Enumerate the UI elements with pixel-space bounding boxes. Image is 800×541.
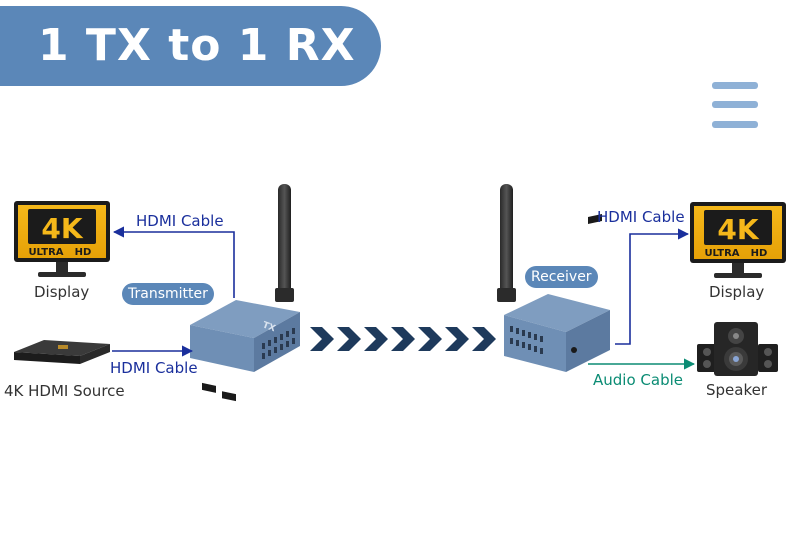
page-title: 1 TX to 1 RX xyxy=(38,20,356,71)
left-display-label: Display xyxy=(34,283,90,301)
source-label: 4K HDMI Source xyxy=(4,382,125,400)
receiver-tag: Receiver xyxy=(525,266,598,288)
hdmi-cable-to-left-display xyxy=(112,226,235,298)
hdmi-cable-to-right-display xyxy=(615,228,690,345)
left-display-monitor: 4K ULTRA HD xyxy=(14,201,110,277)
right-display-monitor: 4K ULTRA HD xyxy=(690,202,786,278)
monitor-badge-hd: HD xyxy=(75,247,92,258)
transmitter-device-icon: TX xyxy=(190,300,300,402)
transmitter-tag: Transmitter xyxy=(122,283,214,305)
receiver-device-icon xyxy=(504,214,610,372)
monitor-badge-hd: HD xyxy=(751,248,768,259)
title-banner xyxy=(0,6,381,86)
device-mark-tx: TX xyxy=(261,320,277,334)
hdmi-cable-label-left-out: HDMI Cable xyxy=(136,212,224,230)
speaker-icon xyxy=(697,322,778,376)
monitor-badge-4k: 4K xyxy=(717,213,759,246)
hdmi-source-box-icon xyxy=(14,340,110,364)
wireless-signal-arrows xyxy=(310,327,496,351)
hdmi-cable-label-right-out: HDMI Cable xyxy=(597,208,685,226)
receiver-antenna-icon xyxy=(497,184,516,302)
speaker-label: Speaker xyxy=(706,381,768,399)
hamburger-menu-icon[interactable] xyxy=(712,82,758,132)
monitor-badge-ultra: ULTRA xyxy=(704,248,739,259)
transmitter-antenna-icon xyxy=(275,184,294,302)
right-display-label: Display xyxy=(709,283,765,301)
monitor-badge-ultra: ULTRA xyxy=(28,247,63,258)
hdmi-cable-label-left-in: HDMI Cable xyxy=(110,359,198,377)
audio-cable-label: Audio Cable xyxy=(593,371,683,389)
monitor-badge-4k: 4K xyxy=(41,212,83,245)
